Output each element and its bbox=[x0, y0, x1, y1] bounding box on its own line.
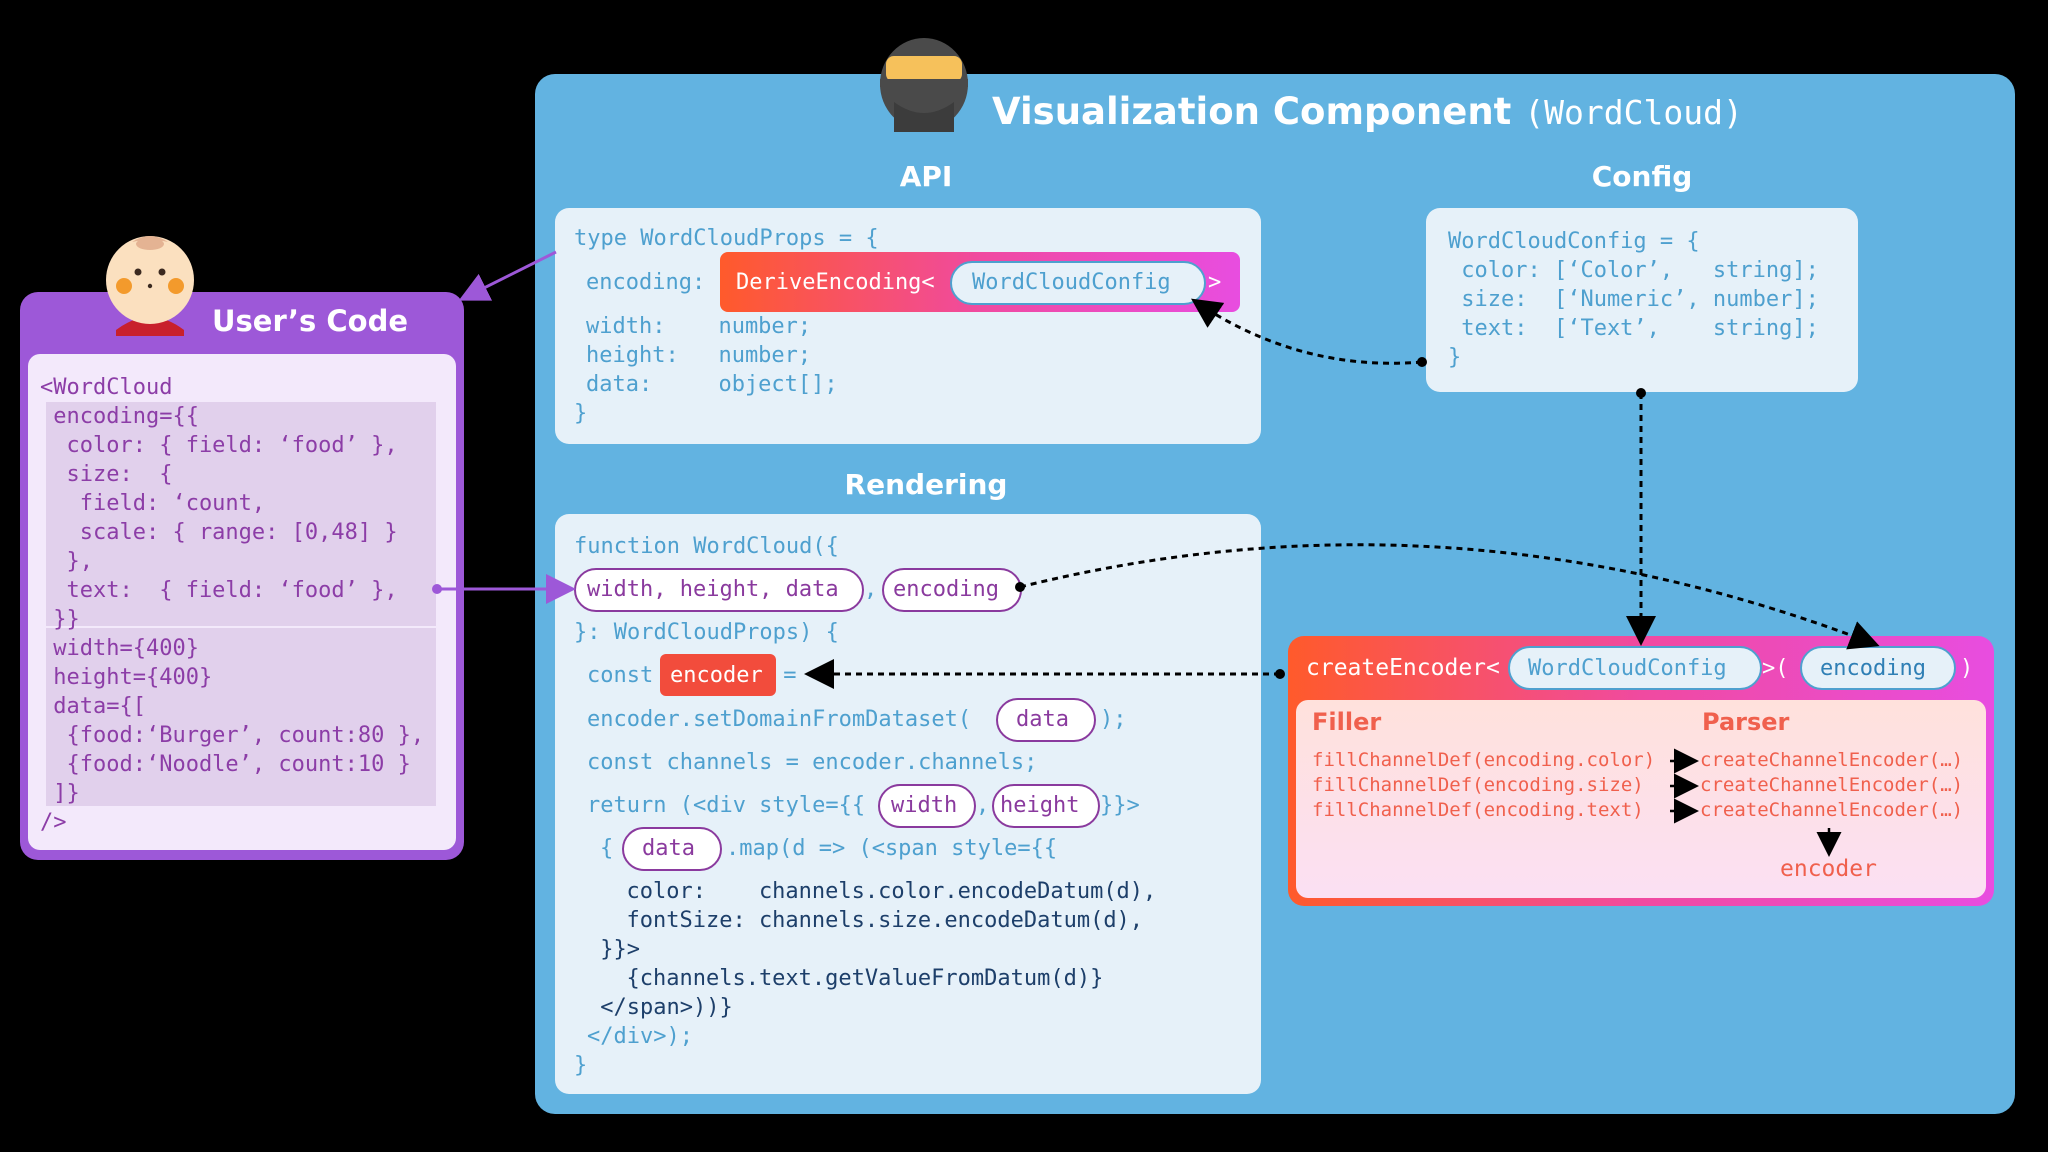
user-code-line: /> bbox=[40, 810, 67, 835]
user-code-line: encoding={{ bbox=[40, 404, 199, 429]
render-eq: = bbox=[770, 663, 797, 688]
user-code-line: ]} bbox=[40, 781, 80, 806]
encoding-prop-pill bbox=[882, 568, 1022, 612]
config-line-5: } bbox=[1448, 345, 1462, 370]
filler-line: fillChannelDef(encoding.color) bbox=[1312, 749, 1656, 771]
config-card bbox=[1426, 208, 1858, 392]
parser-title: Parser bbox=[1702, 708, 1790, 736]
height-pill-text: height bbox=[1000, 793, 1080, 818]
render-line-11: }}> bbox=[587, 937, 640, 962]
filler-title: Filler bbox=[1312, 708, 1382, 736]
api-encoding-label: encoding: bbox=[586, 270, 706, 295]
render-line-5a: encoder.setDomainFromDataset( bbox=[587, 707, 972, 732]
api-line-6: } bbox=[574, 401, 588, 426]
render-line-7-comma: , bbox=[976, 793, 990, 818]
api-card bbox=[555, 208, 1261, 444]
user-code-line: }} bbox=[40, 607, 80, 632]
baby-avatar-icon bbox=[106, 236, 194, 336]
render-line-6: const channels = encoder.channels; bbox=[587, 750, 1038, 775]
encoding-prop-text: encoding bbox=[893, 577, 999, 602]
encoder-config-text: WordCloudConfig bbox=[1528, 656, 1727, 681]
api-title: API bbox=[899, 160, 953, 193]
data-pill-2 bbox=[622, 827, 722, 871]
render-line-13: </span>))} bbox=[587, 995, 733, 1020]
api-line-5: data: object[]; bbox=[586, 372, 838, 397]
render-line-7b: }}> bbox=[1100, 793, 1140, 818]
user-code-line: field: ‘count, bbox=[40, 491, 266, 516]
render-line-7a: return (<div style={{ bbox=[587, 793, 866, 818]
filler-line: fillChannelDef(encoding.text) bbox=[1312, 799, 1644, 821]
width-pill bbox=[878, 784, 976, 828]
config-line-3: size: [‘Numeric’, number]; bbox=[1448, 287, 1819, 312]
user-code-line: width={400} bbox=[40, 636, 199, 661]
encoding-to-encoder-arrow bbox=[1019, 543, 1880, 650]
component-title-sub: (WordCloud) bbox=[1524, 93, 1743, 132]
render-line-8b: .map(d => (<span style={{ bbox=[726, 836, 1058, 861]
config-line-1: WordCloudConfig = { bbox=[1448, 229, 1700, 254]
user-code-line: data={[ bbox=[40, 694, 146, 719]
config-title: Config bbox=[1591, 160, 1693, 193]
parser-line: createChannelEncoder(…) bbox=[1700, 774, 1964, 796]
user-code-line: {food:‘Burger’, count:80 }, bbox=[40, 723, 425, 748]
render-line-12: {channels.text.getValueFromDatum(d)} bbox=[600, 966, 1104, 991]
height-pill bbox=[992, 784, 1100, 828]
users-code-title: User’s Code bbox=[212, 304, 409, 338]
derive-arg-text: WordCloudConfig bbox=[972, 270, 1171, 295]
api-to-user-arrow bbox=[458, 250, 557, 301]
config-to-derive-arrow bbox=[1191, 298, 1423, 365]
props-highlight bbox=[46, 628, 436, 806]
ninja-avatar-icon bbox=[880, 38, 968, 132]
config-line-2: color: [‘Color’, string]; bbox=[1448, 258, 1819, 283]
encoder-head-a: createEncoder< bbox=[1306, 655, 1500, 681]
parser-line: createChannelEncoder(…) bbox=[1700, 749, 1964, 771]
user-code-line: {food:‘Noodle’, count:10 } bbox=[40, 752, 411, 777]
data-pill-1 bbox=[996, 698, 1096, 742]
parser-line: createChannelEncoder(…) bbox=[1700, 799, 1964, 821]
props-pill-text: width, height, data bbox=[587, 577, 839, 602]
props-pill bbox=[574, 568, 864, 612]
render-line-5b: ); bbox=[1100, 707, 1127, 732]
encoder-chip bbox=[660, 654, 776, 696]
user-code-line: color: { field: ‘food’ }, bbox=[40, 433, 398, 458]
props-comma: , bbox=[864, 577, 878, 602]
render-line-1: function WordCloud({ bbox=[574, 534, 839, 559]
rendering-title: Rendering bbox=[844, 468, 1008, 501]
user-code-line: }, bbox=[40, 549, 93, 574]
encoding-highlight bbox=[46, 402, 436, 626]
encoder-output: encoder bbox=[1780, 856, 1877, 882]
width-pill-text: width bbox=[891, 793, 958, 818]
encoder-head-c: ) bbox=[1960, 656, 1974, 681]
user-code-line: scale: { range: [0,48] } bbox=[40, 520, 398, 545]
render-const: const bbox=[587, 663, 654, 688]
data-pill-1-text: data bbox=[1016, 707, 1069, 732]
user-code-line: text: { field: ‘food’ }, bbox=[40, 578, 398, 603]
component-title-text: Visualization Component bbox=[992, 90, 1512, 133]
user-code-line: height={400} bbox=[40, 665, 213, 690]
render-line-10: fontSize: channels.size.encodeDatum(d), bbox=[600, 908, 1144, 933]
encoder-head-b: >( bbox=[1762, 656, 1789, 681]
render-line-9: color: channels.color.encodeDatum(d), bbox=[600, 879, 1157, 904]
encoder-config-pill bbox=[1508, 646, 1762, 690]
derive-arg-pill bbox=[950, 261, 1206, 305]
derive-encoding-text: DeriveEncoding< bbox=[736, 270, 935, 295]
api-line-4: height: number; bbox=[586, 343, 812, 368]
render-line-15: } bbox=[574, 1053, 588, 1078]
render-line-14: </div>); bbox=[587, 1024, 693, 1049]
api-line-3: width: number; bbox=[586, 314, 812, 339]
data-pill-2-text: data bbox=[642, 836, 695, 861]
component-title: Visualization Component (WordCloud) bbox=[992, 90, 1743, 133]
derive-close: > bbox=[1208, 270, 1222, 295]
encoder-encoding-text: encoding bbox=[1820, 656, 1926, 681]
api-line-1: type WordCloudProps = { bbox=[574, 226, 879, 251]
user-code-line: size: { bbox=[40, 462, 173, 487]
user-code-line: <WordCloud bbox=[40, 375, 173, 400]
config-line-4: text: [‘Text’, string]; bbox=[1448, 316, 1819, 341]
filler-line: fillChannelDef(encoding.size) bbox=[1312, 774, 1644, 796]
render-line-8a: { bbox=[600, 836, 614, 861]
filler-parser-panel bbox=[1296, 700, 1986, 898]
encoder-chip-text: encoder bbox=[670, 663, 763, 688]
render-line-3: }: WordCloudProps) { bbox=[574, 620, 839, 645]
